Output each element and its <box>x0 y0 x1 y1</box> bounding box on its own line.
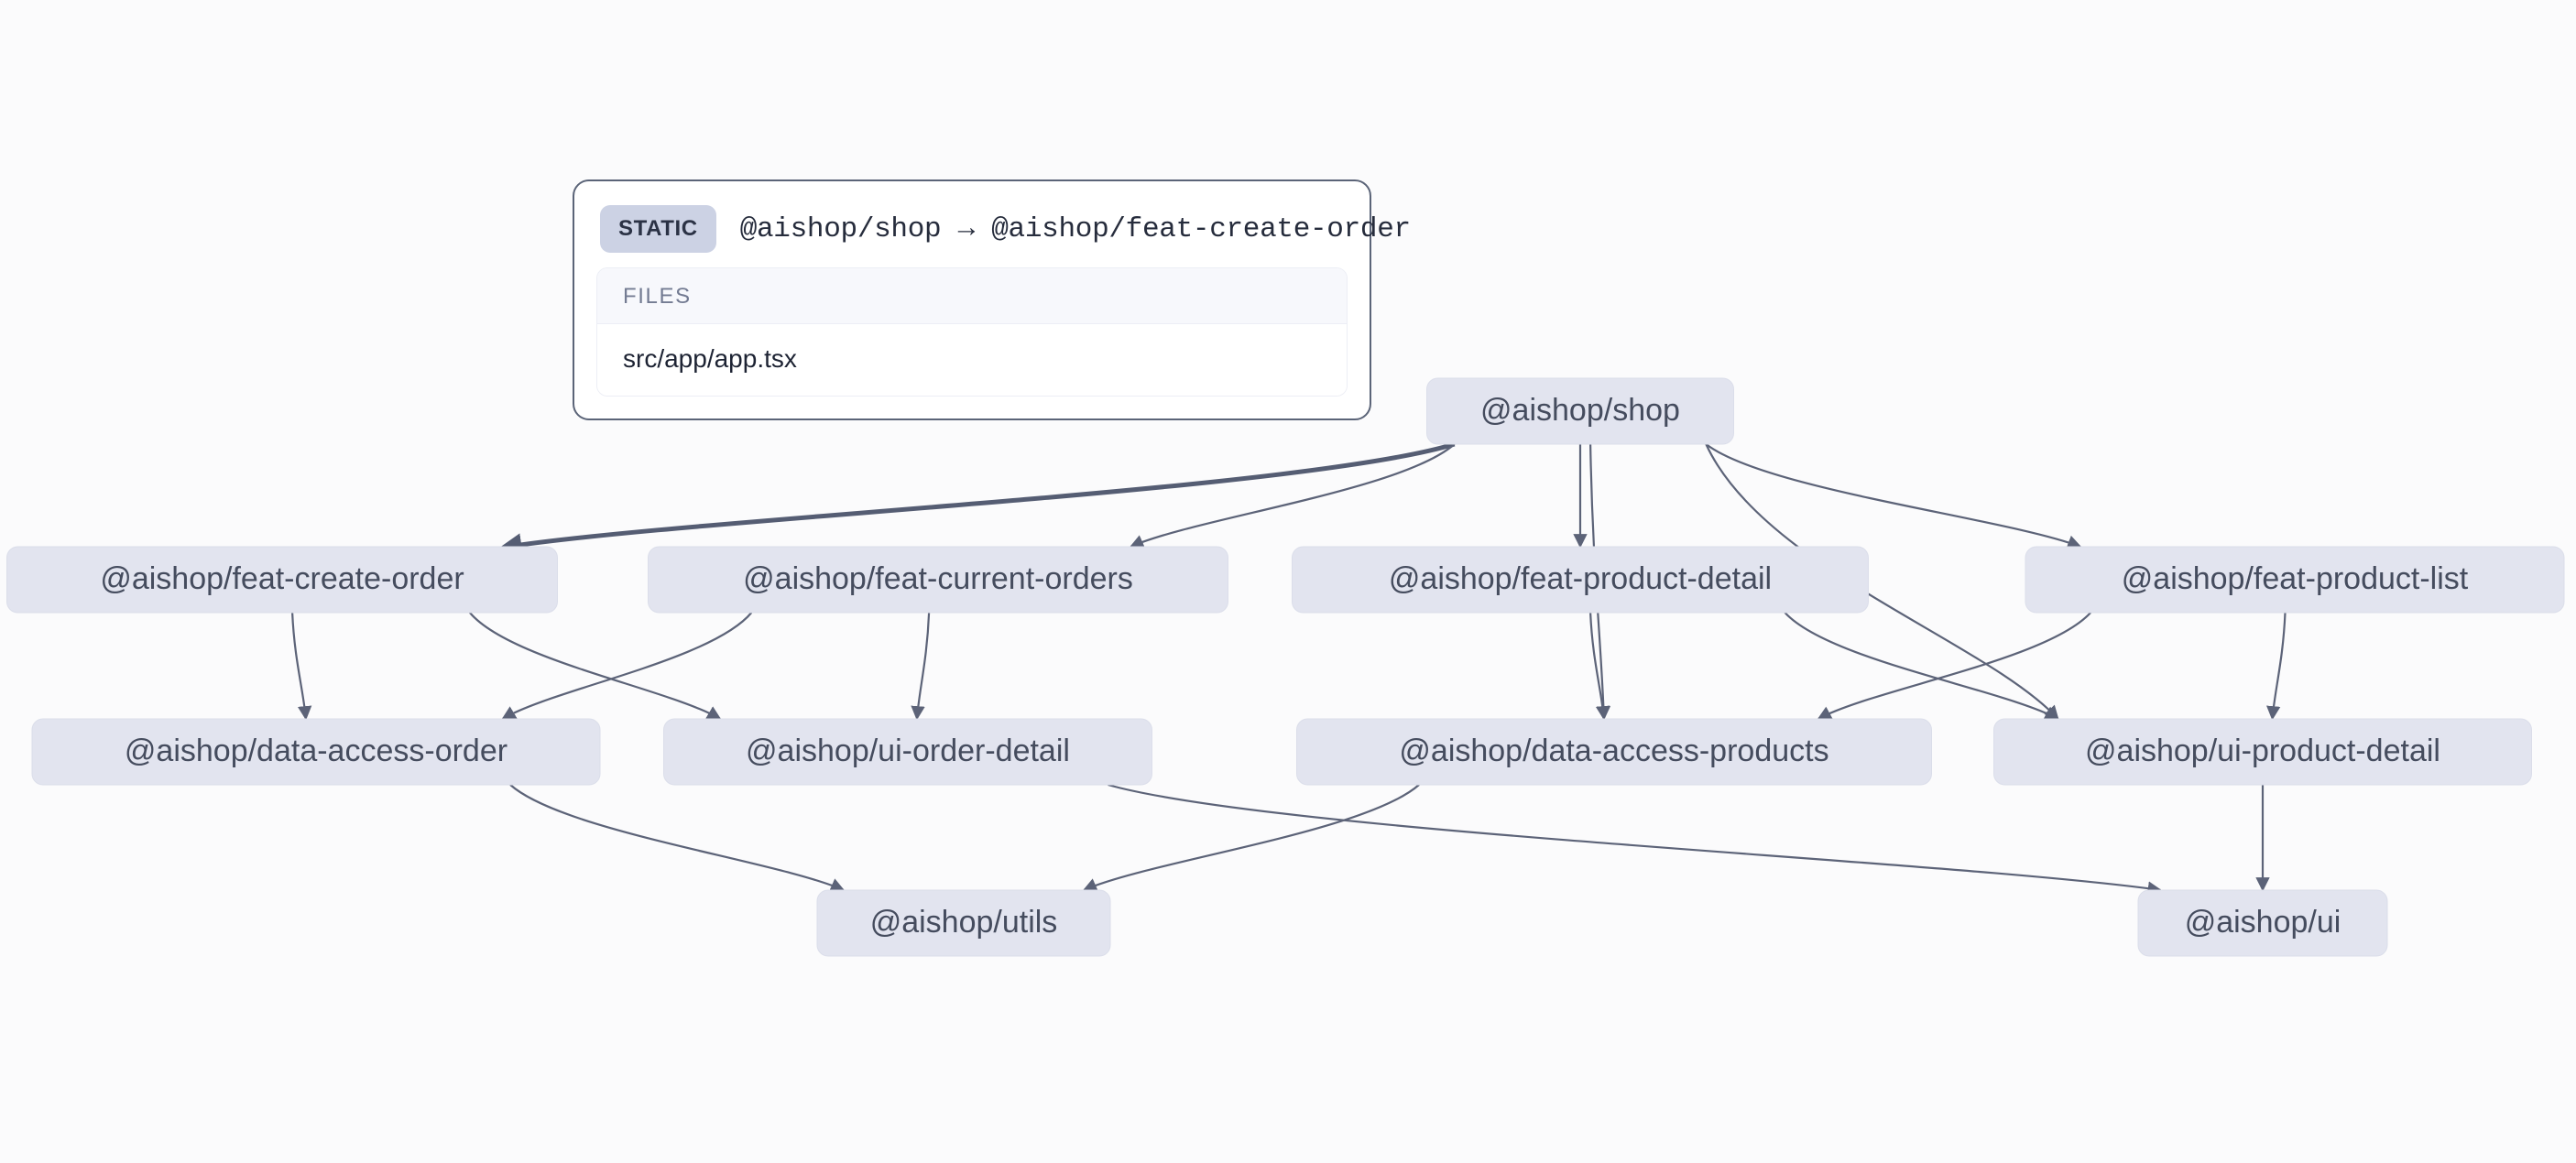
graph-edge-shop-to-feat-product-list[interactable] <box>1705 443 2082 549</box>
node-background <box>2025 546 2565 614</box>
graph-edge-feat-create-order-to-ui-order-detail[interactable] <box>469 612 722 720</box>
node-background <box>31 718 601 786</box>
graph-node-data-access-products[interactable]: @aishop/data-access-products <box>1296 718 1932 786</box>
graph-edge-feat-product-list-to-data-access-products[interactable] <box>1817 612 2091 720</box>
node-background <box>663 718 1152 786</box>
graph-edge-data-access-order-to-utils[interactable] <box>509 784 846 892</box>
node-background <box>648 546 1228 614</box>
status-badge: STATIC <box>600 205 716 253</box>
graph-node-data-access-order[interactable]: @aishop/data-access-order <box>31 718 601 786</box>
node-label: @aishop/feat-current-orders <box>743 561 1133 596</box>
tooltip-title: @aishop/shop → @aishop/feat-create-order <box>739 212 1411 245</box>
graph-edge-feat-product-detail-to-ui-product-detail[interactable] <box>1784 612 2059 720</box>
graph-edge-feat-product-list-to-ui-product-detail[interactable] <box>2266 612 2287 721</box>
node-background <box>1993 718 2532 786</box>
graph-edge-shop-to-feat-current-orders[interactable] <box>1129 443 1456 549</box>
files-panel: FILES src/app/app.tsx <box>596 267 1348 397</box>
node-background <box>1426 377 1734 445</box>
graph-edge-feat-create-order-to-data-access-order[interactable] <box>291 612 312 721</box>
nodes-layer: @aishop/shop @aishop/feat-create-order @ai… <box>6 377 2565 957</box>
graph-edge-ui-order-detail-to-ui[interactable] <box>1108 783 2163 896</box>
graph-node-utils[interactable]: @aishop/utils <box>816 889 1111 957</box>
node-label: @aishop/feat-product-list <box>2122 561 2469 596</box>
graph-edge-feat-current-orders-to-data-access-order[interactable] <box>501 612 753 720</box>
graph-edge-shop-to-ui-product-detail[interactable] <box>1705 443 2059 721</box>
node-background <box>1296 718 1932 786</box>
graph-edge-data-access-products-to-utils[interactable] <box>1082 784 1420 892</box>
node-label: @aishop/ui-product-detail <box>2085 734 2440 768</box>
graph-node-feat-create-order[interactable]: @aishop/feat-create-order <box>6 546 558 614</box>
graph-node-feat-product-list[interactable]: @aishop/feat-product-list <box>2025 546 2565 614</box>
graph-node-ui[interactable]: @aishop/ui <box>2137 889 2388 957</box>
graph-node-ui-order-detail[interactable]: @aishop/ui-order-detail <box>663 718 1152 786</box>
graph-node-ui-product-detail[interactable]: @aishop/ui-product-detail <box>1993 718 2532 786</box>
node-background <box>6 546 558 614</box>
graph-node-feat-product-detail[interactable]: @aishop/feat-product-detail <box>1292 546 1869 614</box>
graph-node-shop[interactable]: @aishop/shop <box>1426 377 1734 445</box>
files-section-header: FILES <box>597 268 1347 324</box>
graph-edge-feat-current-orders-to-ui-order-detail[interactable] <box>911 612 931 721</box>
node-label: @aishop/feat-product-detail <box>1389 561 1772 596</box>
node-background <box>2137 889 2388 957</box>
graph-edge-shop-to-feat-create-order[interactable] <box>498 441 1456 557</box>
graph-edge-feat-product-detail-to-data-access-products[interactable] <box>1589 612 1610 721</box>
tooltip-header: STATIC @aishop/shop → @aishop/feat-creat… <box>596 201 1411 267</box>
file-row[interactable]: src/app/app.tsx <box>597 324 1347 396</box>
node-label: @aishop/data-access-products <box>1399 734 1828 768</box>
graph-node-feat-current-orders[interactable]: @aishop/feat-current-orders <box>648 546 1228 614</box>
node-label: @aishop/shop <box>1480 393 1680 428</box>
node-label: @aishop/ui-order-detail <box>746 734 1070 768</box>
node-label: @aishop/feat-create-order <box>100 561 464 596</box>
node-label: @aishop/utils <box>870 905 1058 940</box>
edges-layer <box>291 441 2287 896</box>
edge-detail-tooltip[interactable]: STATIC @aishop/shop → @aishop/feat-creat… <box>573 179 1411 420</box>
files-list: src/app/app.tsx <box>597 324 1347 396</box>
node-background <box>816 889 1111 957</box>
node-label: @aishop/data-access-order <box>125 734 508 768</box>
node-background <box>1292 546 1869 614</box>
node-label: @aishop/ui <box>2185 905 2341 940</box>
